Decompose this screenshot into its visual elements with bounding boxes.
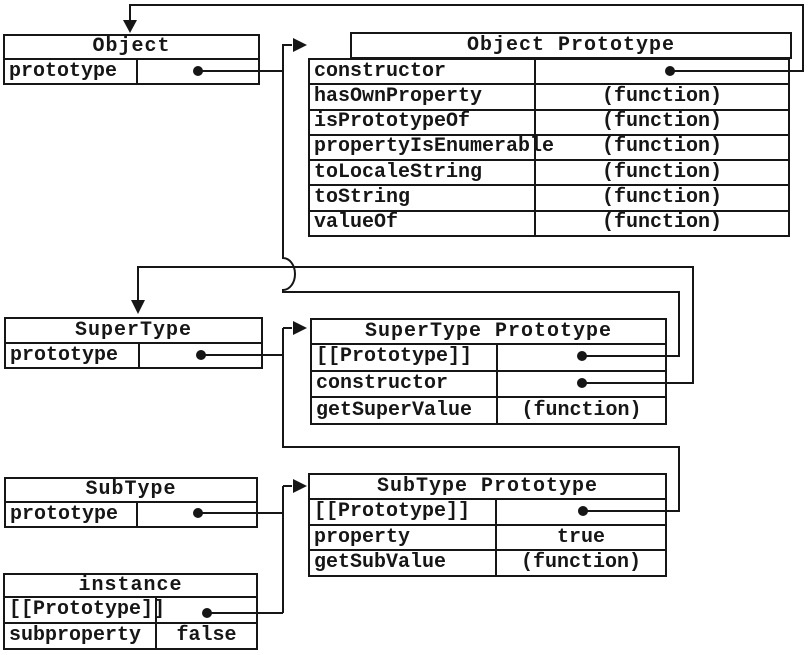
- supertype-box-rows: prototype: [6, 344, 261, 367]
- object-prototype-box: constructor hasOwnProperty (function) is…: [308, 58, 790, 237]
- table-row: getSuperValue (function): [312, 398, 665, 424]
- object-prototype-box-title: Object Prototype: [350, 32, 792, 59]
- table-row: constructor: [310, 60, 788, 86]
- subtype-prototype-box-title: SubType Prototype: [310, 475, 665, 500]
- table-row: [[Prototype]]: [310, 500, 665, 526]
- row-key: property: [310, 525, 497, 550]
- row-value: [536, 60, 788, 83]
- row-key: constructor: [312, 371, 498, 397]
- row-value: (function): [601, 135, 723, 159]
- table-row: property true: [310, 525, 665, 552]
- table-row: getSubValue (function): [310, 551, 665, 576]
- row-key: [[Prototype]]: [5, 598, 165, 622]
- row-key: toLocaleString: [310, 161, 536, 185]
- row-key: hasOwnProperty: [310, 85, 536, 109]
- instance-box-rows: [[Prototype]] subproperty false: [5, 598, 256, 648]
- supertype-box: SuperType prototype: [4, 317, 263, 369]
- arrowhead-into-supertype: [131, 300, 145, 314]
- table-row: subproperty false: [5, 624, 256, 648]
- row-key: prototype: [6, 344, 140, 367]
- row-key: toString: [310, 186, 536, 210]
- subtype-prototype-box: SubType Prototype [[Prototype]] property…: [308, 473, 667, 577]
- row-key: getSubValue: [310, 551, 497, 576]
- table-row: constructor: [312, 371, 665, 399]
- table-row: [[Prototype]]: [312, 345, 665, 372]
- row-value: (function): [520, 551, 642, 575]
- subtype-box: SubType prototype: [4, 477, 258, 528]
- row-value: (function): [601, 186, 723, 210]
- row-key: prototype: [6, 503, 138, 526]
- row-value: [157, 598, 256, 622]
- row-value: (function): [521, 398, 642, 422]
- subtype-box-rows: prototype: [6, 503, 256, 526]
- table-row: prototype: [6, 503, 256, 526]
- row-value: [498, 345, 665, 370]
- row-key: getSuperValue: [312, 398, 498, 424]
- arrowhead-into-object: [123, 20, 137, 33]
- row-key: valueOf: [310, 211, 536, 235]
- supertype-prototype-box-rows: [[Prototype]] constructor getSuperValue …: [312, 345, 665, 424]
- row-value: (function): [601, 160, 723, 184]
- subtype-prototype-box-rows: [[Prototype]] property true getSubValue …: [310, 500, 665, 576]
- table-row: propertyIsEnumerable (function): [310, 135, 788, 162]
- arrowhead-into-object-prototype: [293, 38, 307, 52]
- subtype-box-title: SubType: [6, 479, 256, 503]
- row-key: [[Prototype]]: [312, 345, 498, 370]
- instance-box: instance [[Prototype]] subproperty false: [3, 573, 258, 650]
- table-row: valueOf (function): [310, 211, 788, 235]
- object-prototype-key: prototype: [5, 60, 138, 83]
- arrowhead-into-supertype-prototype: [293, 321, 307, 335]
- row-value: (function): [601, 211, 723, 235]
- table-row: toLocaleString (function): [310, 160, 788, 187]
- row-key: subproperty: [5, 624, 157, 648]
- row-value: [497, 500, 665, 524]
- table-row: prototype: [5, 60, 258, 83]
- supertype-prototype-box: SuperType Prototype [[Prototype]] constr…: [310, 318, 667, 425]
- object-box-title: Object: [5, 36, 258, 60]
- row-value: true: [556, 525, 605, 549]
- table-row: toString (function): [310, 186, 788, 212]
- row-value: (function): [601, 110, 723, 134]
- row-key: isPrototypeOf: [310, 110, 536, 134]
- object-prototype-box-rows: constructor hasOwnProperty (function) is…: [310, 60, 788, 235]
- supertype-box-title: SuperType: [6, 319, 261, 344]
- table-row: prototype: [6, 344, 261, 367]
- row-value: [498, 372, 665, 397]
- row-key: [[Prototype]]: [310, 500, 497, 524]
- row-value: (function): [601, 84, 723, 108]
- supertype-prototype-box-title: SuperType Prototype: [312, 320, 665, 345]
- row-value: [138, 503, 256, 526]
- object-box: Object prototype: [3, 34, 260, 85]
- table-row: [[Prototype]]: [5, 598, 256, 624]
- row-value: [140, 344, 261, 367]
- table-row: isPrototypeOf (function): [310, 110, 788, 136]
- row-key: constructor: [310, 60, 536, 84]
- object-box-rows: prototype: [5, 60, 258, 83]
- row-key: propertyIsEnumerable: [310, 135, 554, 160]
- row-value: false: [176, 624, 237, 647]
- object-prototype-value: [138, 60, 258, 83]
- instance-box-title: instance: [5, 575, 256, 598]
- arrowhead-into-subtype-prototype: [293, 479, 307, 493]
- table-row: hasOwnProperty (function): [310, 84, 788, 111]
